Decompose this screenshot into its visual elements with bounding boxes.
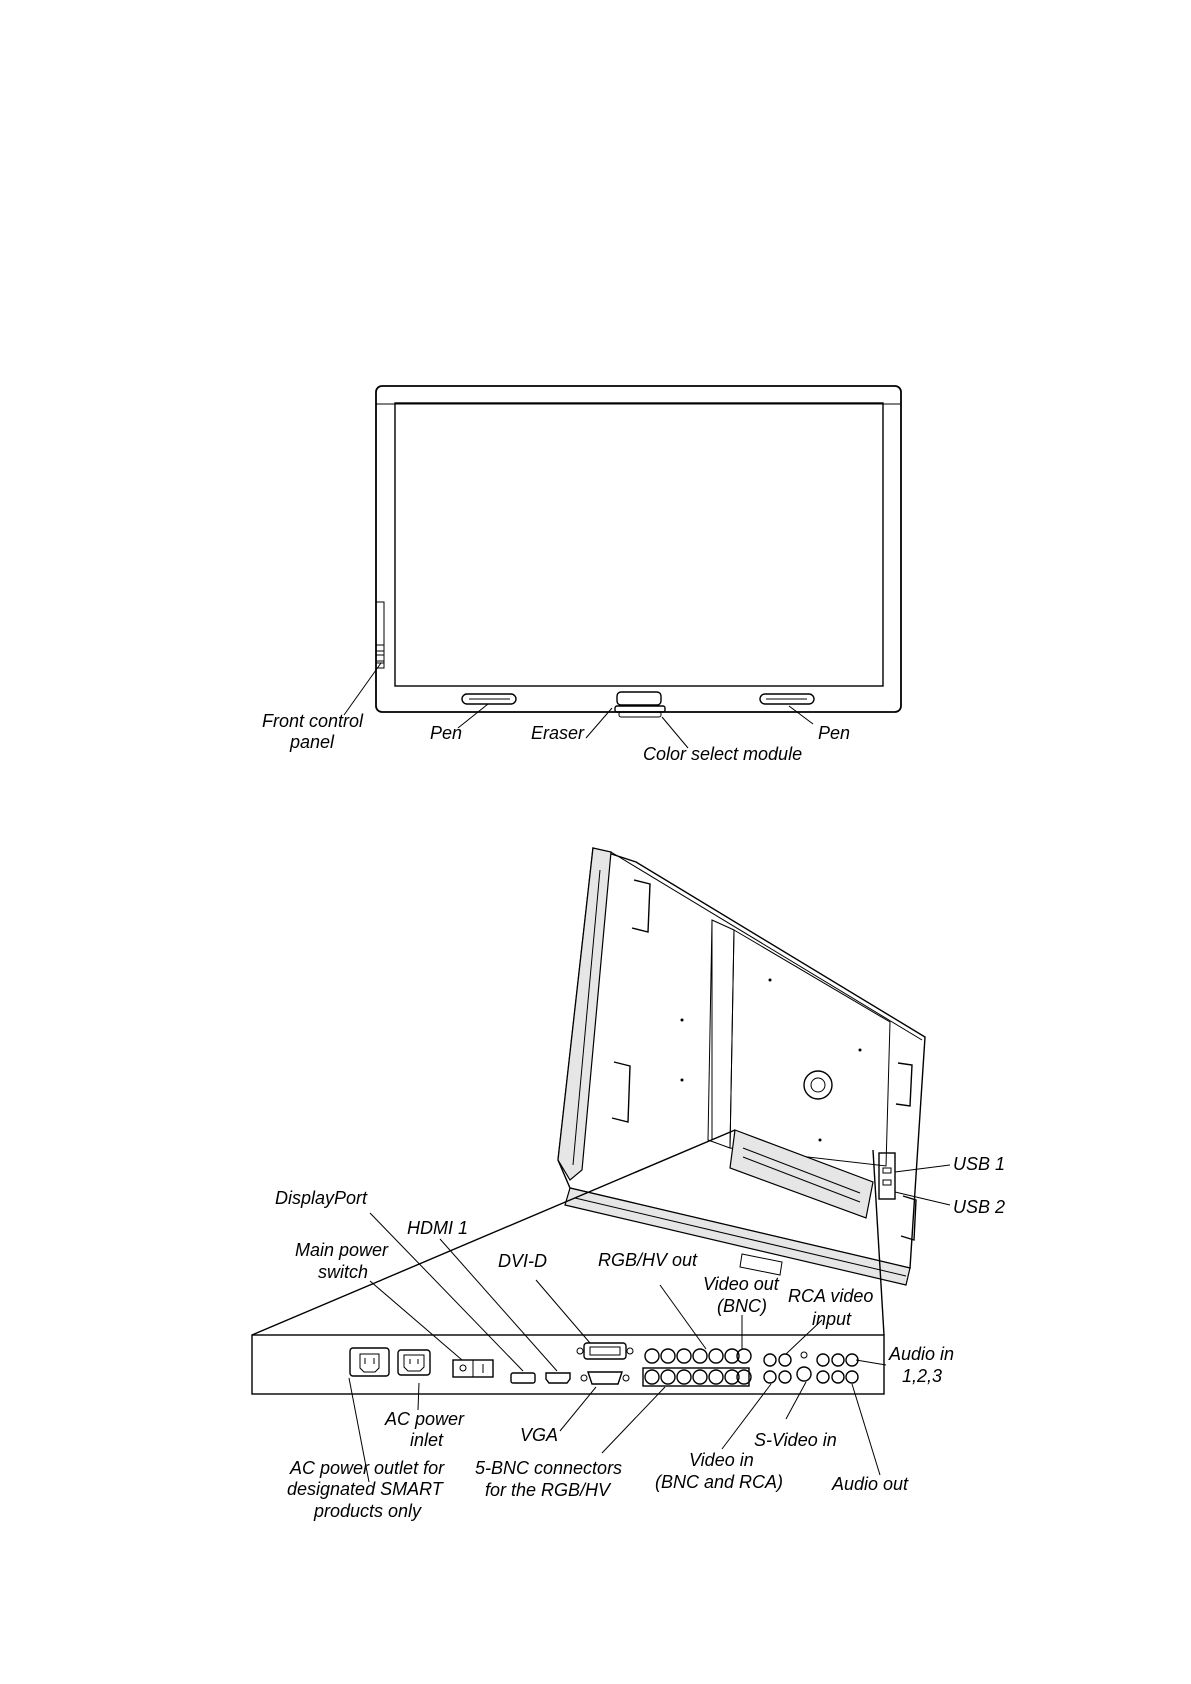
label-displayport: DisplayPort: [275, 1188, 368, 1208]
rgb-hv-out-bnc-row: [644, 1348, 752, 1364]
label-front-control-panel: Front control: [262, 711, 364, 731]
label-audio-in-2: 1,2,3: [902, 1366, 942, 1386]
label-ac-power-outlet: AC power outlet for: [289, 1458, 445, 1478]
label-main-power-switch-2: switch: [318, 1262, 368, 1282]
label-rca-video-input-2: input: [812, 1309, 852, 1329]
hdmi-1-connector: [545, 1372, 571, 1384]
label-five-bnc-2: for the RGB/HV: [485, 1480, 612, 1500]
label-vga: VGA: [520, 1425, 558, 1445]
pen-left-slot: [461, 693, 517, 705]
pen-right-slot: [759, 693, 815, 705]
vga-connector: [580, 1371, 630, 1385]
display-rear-casing: [557, 847, 926, 1286]
label-ac-power-outlet-3: products only: [313, 1501, 422, 1521]
ac-power-outlet: [349, 1347, 390, 1377]
audio-connectors: [816, 1353, 859, 1384]
dvi-d-connector: [576, 1342, 634, 1360]
label-hdmi-1: HDMI 1: [407, 1218, 468, 1238]
s-video-in-connector: [796, 1366, 812, 1382]
display-bezel: [375, 385, 902, 713]
label-rca-video-input: RCA video: [788, 1286, 873, 1306]
connector-panel: [251, 1334, 885, 1395]
color-select-module: [614, 705, 666, 718]
label-ac-power-outlet-2: designated SMART: [287, 1479, 445, 1499]
label-five-bnc: 5-BNC connectors: [475, 1458, 622, 1478]
five-bnc-connector-row: [642, 1367, 752, 1387]
main-power-switch: [452, 1359, 494, 1378]
label-front-control-panel-2: panel: [289, 732, 335, 752]
label-video-out-bnc: Video out: [703, 1274, 780, 1294]
rear-view-diagram: USB 1 USB 2 DisplayPort HDMI 1 Main powe…: [251, 847, 1005, 1521]
label-color-select-module: Color select module: [643, 744, 802, 764]
label-main-power-switch: Main power: [295, 1240, 389, 1260]
label-video-in-2: (BNC and RCA): [655, 1472, 783, 1492]
video-connectors: [763, 1351, 812, 1384]
label-s-video-in: S-Video in: [754, 1430, 837, 1450]
label-ac-power-inlet-2: inlet: [410, 1430, 444, 1450]
label-video-in: Video in: [689, 1450, 754, 1470]
display-screen: [394, 402, 884, 687]
front-view-diagram: Front control panel Pen Eraser Color sel…: [262, 385, 902, 764]
eraser-slot: [616, 691, 662, 706]
label-usb-2: USB 2: [953, 1197, 1005, 1217]
label-eraser: Eraser: [531, 723, 585, 743]
label-audio-in: Audio in: [888, 1344, 954, 1364]
label-usb-1: USB 1: [953, 1154, 1005, 1174]
front-control-panel: [375, 601, 385, 669]
ac-power-inlet: [397, 1349, 431, 1376]
label-rgb-hv-out: RGB/HV out: [598, 1250, 698, 1270]
label-pen-right: Pen: [818, 723, 850, 743]
displayport-connector: [510, 1372, 536, 1384]
label-video-out-bnc-2: (BNC): [717, 1296, 767, 1316]
label-pen-left: Pen: [430, 723, 462, 743]
label-ac-power-inlet: AC power: [384, 1409, 465, 1429]
label-dvi-d: DVI-D: [498, 1251, 547, 1271]
label-audio-out: Audio out: [831, 1474, 909, 1494]
